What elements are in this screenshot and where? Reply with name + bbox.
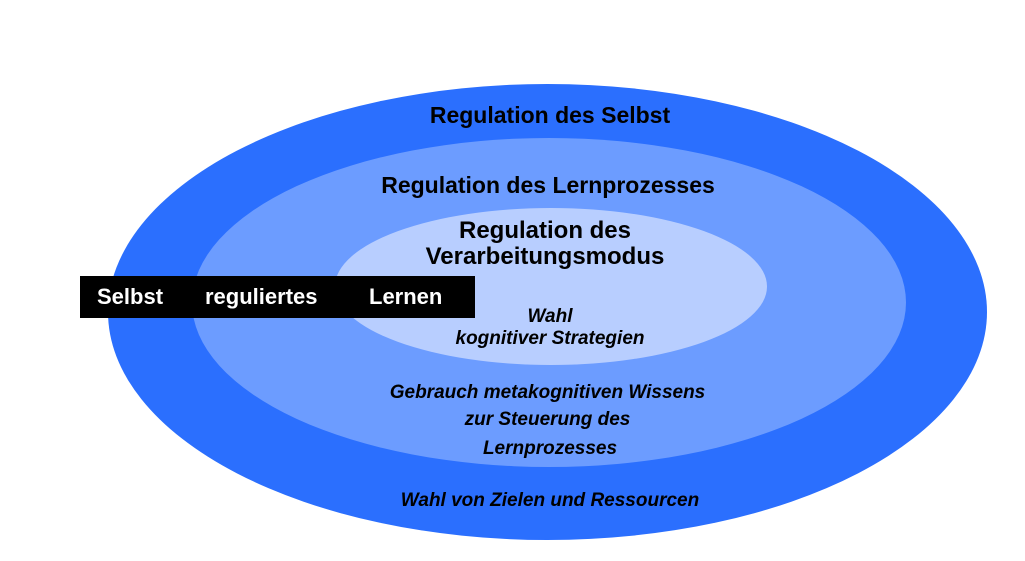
box-word-reguliertes: reguliertes [205,284,318,309]
box-word-selbst: Selbst [97,284,164,309]
inner-ellipse-title-line-1: Regulation des [458,217,632,244]
outer-ellipse-title: Regulation des Selbst [429,102,671,128]
inner-ellipse-text-line-1: Wahl [527,306,573,327]
middle-ellipse-text-line-2: zur Steuerung des [464,409,631,430]
outer-ellipse-text: Wahl von Zielen und Ressourcen [400,490,700,511]
middle-ellipse-title: Regulation des Lernprozesses [381,172,715,198]
self-regulated-learning-box [80,276,475,318]
middle-ellipse-text-line-1: Gebrauch metakognitiven Wissens [389,382,706,403]
middle-ellipse-text-line-3: Lernprozesses [482,438,618,459]
box-word-lernen: Lernen [369,284,443,309]
inner-ellipse-title-line-2: Verarbeitungsmodus [425,243,665,270]
inner-ellipse-text-line-2: kognitiver Strategien [455,328,645,349]
